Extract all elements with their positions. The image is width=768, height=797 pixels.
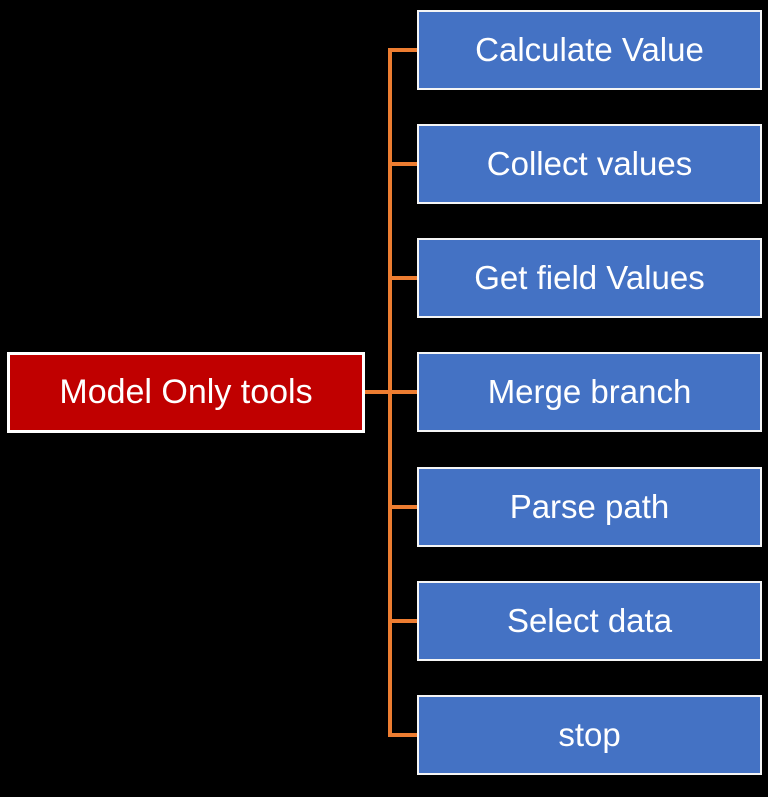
connector-stub-collect-values xyxy=(388,162,417,166)
node-get-field-values: Get field Values xyxy=(417,238,762,318)
node-calculate-value: Calculate Value xyxy=(417,10,762,90)
connector-stub-merge-branch xyxy=(388,390,417,394)
connector-stub-stop xyxy=(388,733,417,737)
node-parse-path: Parse path xyxy=(417,467,762,547)
connector-root-link xyxy=(362,390,390,394)
node-collect-values: Collect values xyxy=(417,124,762,204)
connector-stub-parse-path xyxy=(388,505,417,509)
connector-stub-get-field-values xyxy=(388,276,417,280)
node-model-only-tools: Model Only tools xyxy=(7,352,365,433)
connector-stub-calculate-value xyxy=(388,48,417,52)
node-select-data: Select data xyxy=(417,581,762,661)
node-merge-branch: Merge branch xyxy=(417,352,762,432)
node-stop: stop xyxy=(417,695,762,775)
connector-stub-select-data xyxy=(388,619,417,623)
